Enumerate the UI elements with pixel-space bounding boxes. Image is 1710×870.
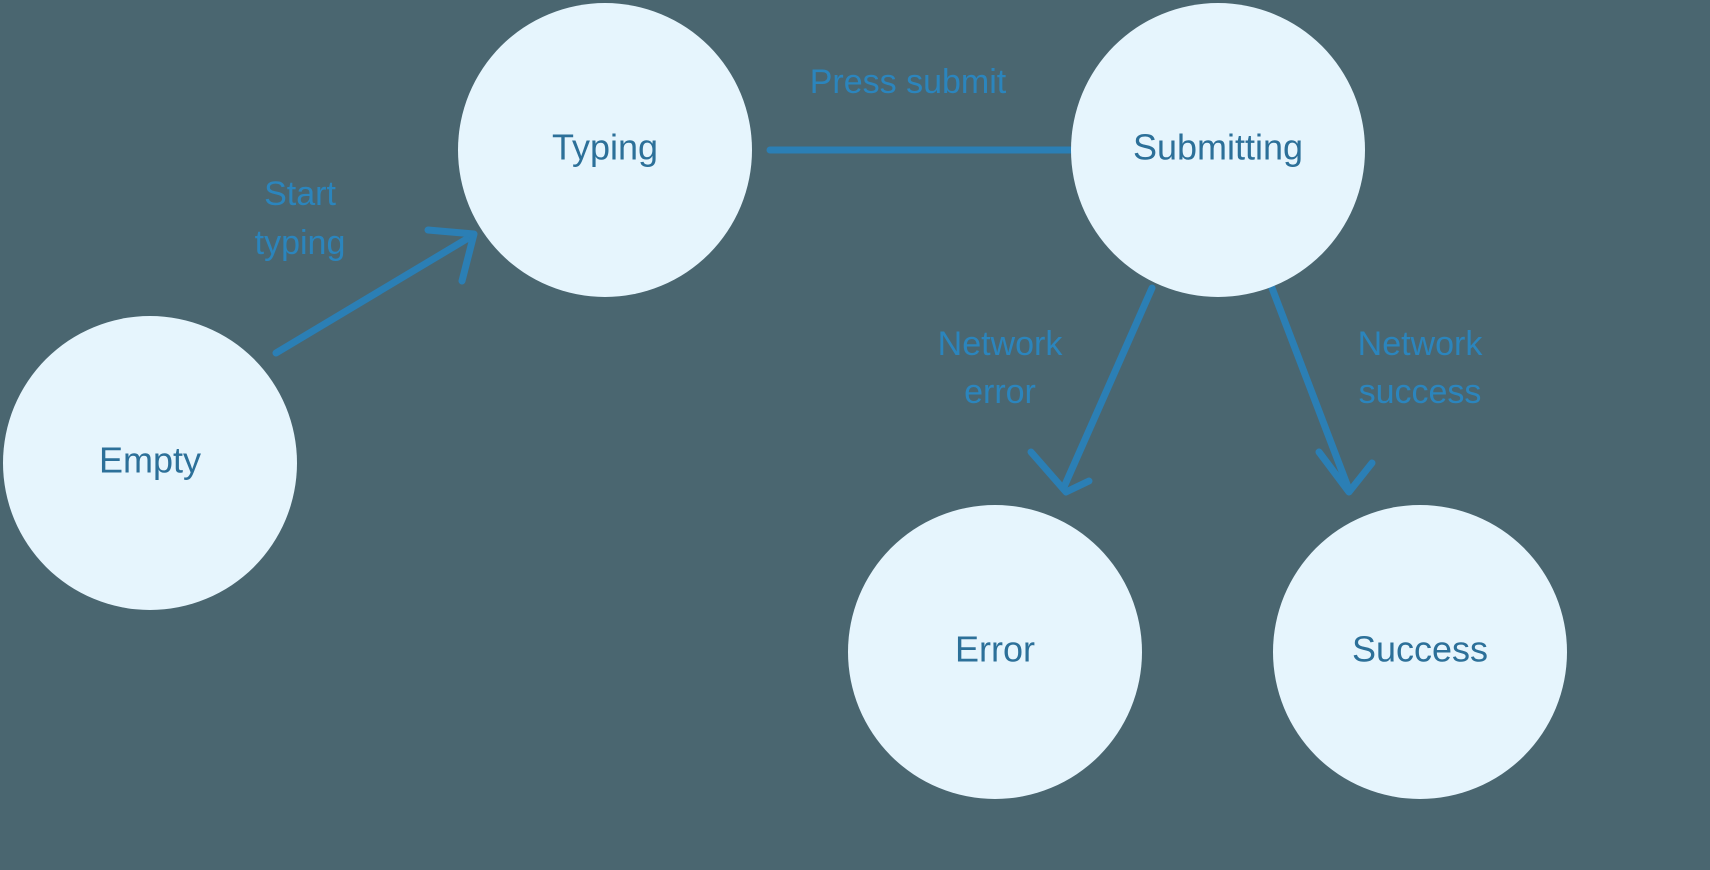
- node-circle-typing[interactable]: [458, 3, 752, 297]
- edge-label-start-typing: Start typing: [255, 175, 346, 262]
- edge-line-submitting-to-success: [1268, 284, 1352, 491]
- node-label-typing: Typing: [552, 127, 658, 168]
- edge-label-network-error: Network error: [938, 325, 1064, 411]
- edge-label-line: Start: [264, 175, 336, 213]
- node-typing[interactable]: Typing: [458, 3, 752, 297]
- node-error[interactable]: Error: [848, 505, 1142, 799]
- arrowhead-empty-to-typing: [424, 226, 478, 285]
- node-empty[interactable]: Empty: [3, 316, 297, 610]
- node-submitting[interactable]: Submitting: [1071, 3, 1365, 297]
- edge-label-line: Network: [938, 325, 1064, 363]
- node-label-empty: Empty: [99, 440, 201, 481]
- arrowhead-submitting-to-error: [1027, 448, 1093, 496]
- node-circle-error[interactable]: [848, 505, 1142, 799]
- edge-label-line: typing: [255, 224, 346, 262]
- node-label-success: Success: [1352, 629, 1488, 670]
- edge-label-line: Press submit: [810, 63, 1007, 101]
- node-circle-success[interactable]: [1273, 505, 1567, 799]
- edge-label-line: success: [1359, 373, 1482, 411]
- edge-line-submitting-to-error: [1060, 284, 1156, 491]
- edge-label-press-submit: Press submit: [810, 63, 1007, 101]
- edge-submitting-to-success: [1268, 284, 1376, 496]
- node-success[interactable]: Success: [1273, 505, 1567, 799]
- edge-submitting-to-error: [1027, 284, 1156, 496]
- node-label-error: Error: [955, 629, 1035, 670]
- edge-empty-to-typing: [272, 226, 478, 357]
- edge-label-network-success: Network success: [1358, 325, 1484, 411]
- node-circle-submitting[interactable]: [1071, 3, 1365, 297]
- edge-label-line: Network: [1358, 325, 1484, 363]
- arrowhead-submitting-to-success: [1315, 448, 1376, 496]
- edge-line-empty-to-typing: [272, 233, 474, 357]
- edge-label-line: error: [964, 373, 1036, 411]
- node-circle-empty[interactable]: [3, 316, 297, 610]
- node-label-submitting: Submitting: [1133, 127, 1303, 168]
